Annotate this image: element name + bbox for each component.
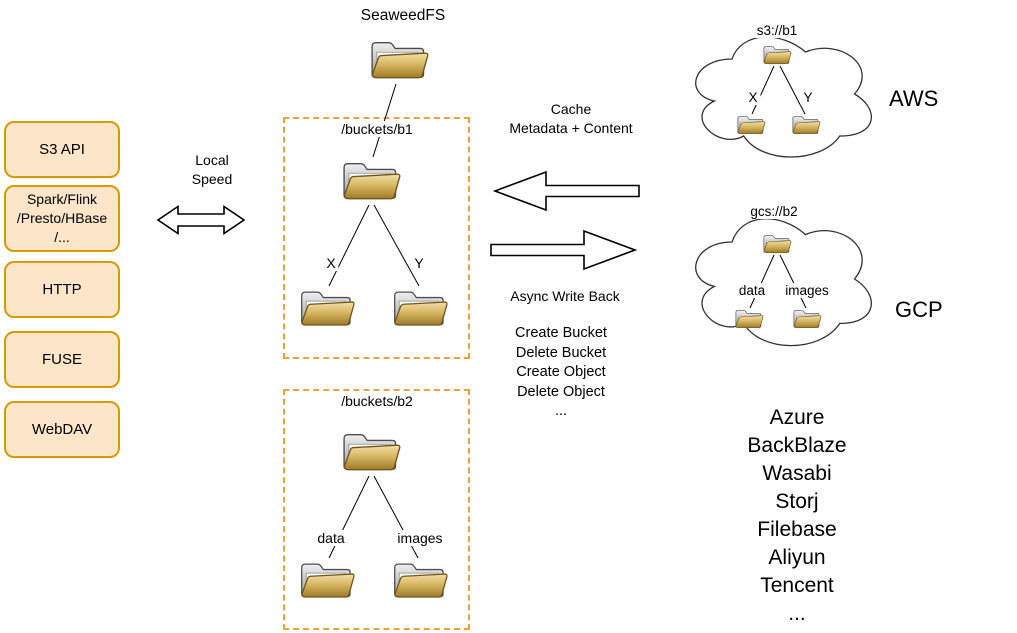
operation-item: Create Bucket (515, 325, 607, 341)
folder-icon (298, 556, 356, 603)
api-box-fuse: FUSE (4, 331, 120, 388)
folder-icon (762, 231, 792, 256)
provider-item: BackBlaze (747, 434, 847, 457)
provider-item: ... (788, 602, 806, 625)
provider-item: Wasabi (762, 462, 832, 485)
gcp-child-data-label: data (735, 283, 769, 298)
cloud-providers-list: Azure BackBlaze Wasabi Storj Filebase Al… (747, 404, 846, 628)
operation-item: Delete Bucket (515, 344, 607, 361)
operation-item: Delete Object (517, 383, 605, 400)
api-box-label: Spark/Flink /Presto/HBase /... (16, 191, 108, 245)
api-box-label: FUSE (41, 350, 82, 368)
provider-item: Filebase (757, 518, 837, 541)
api-box-spark: Spark/Flink /Presto/HBase /... (4, 185, 120, 252)
aws-label: AWS (889, 86, 939, 111)
gcp-bucket-title: gcs://b2 (747, 204, 801, 219)
local-speed-label: Local Speed (191, 152, 233, 187)
gcp-label: GCP (895, 297, 943, 322)
api-box-http: HTTP (4, 261, 120, 318)
arrow-right-icon (490, 229, 638, 271)
operation-item: Create Object (516, 364, 606, 380)
cache-label: Cache Metadata + Content (509, 101, 633, 136)
api-box-label: WebDAV (31, 420, 93, 438)
bucket2-title: /buckets/b2 (339, 393, 415, 409)
aws-child-x-label: X (745, 90, 761, 105)
buckets-b2-group (283, 389, 470, 630)
folder-icon (340, 426, 402, 476)
left-right-arrow-icon (156, 204, 246, 236)
folder-icon (368, 34, 430, 84)
cloud-outline (683, 205, 879, 353)
folder-icon (391, 284, 449, 331)
folder-icon (736, 112, 766, 137)
provider-item: Aliyun (768, 546, 826, 569)
bucket2-child-images-label: images (394, 530, 446, 546)
api-box-label: S3 API (39, 140, 85, 158)
folder-icon (792, 306, 822, 331)
provider-item: Storj (775, 490, 819, 513)
provider-item: Azure (769, 406, 825, 429)
provider-item: Tencent (760, 574, 834, 597)
bucket1-title: /buckets/b1 (339, 121, 415, 137)
aws-child-y-label: Y (800, 90, 816, 105)
operations-list: Create Bucket Delete Bucket Create Objec… (515, 324, 607, 422)
folder-icon (762, 42, 792, 67)
bucket1-child-y-label: Y (411, 255, 427, 271)
diagram-title: SeaweedFS (360, 7, 446, 24)
api-box-label: HTTP (42, 280, 82, 298)
folder-icon (298, 284, 356, 331)
bucket1-child-x-label: X (323, 255, 339, 271)
arrow-left-icon (492, 170, 640, 212)
folder-icon (340, 155, 402, 205)
operation-item: ... (554, 403, 568, 419)
bucket2-child-data-label: data (314, 530, 348, 546)
async-write-back-label: Async Write Back (510, 288, 620, 304)
api-box-s3: S3 API (4, 121, 120, 178)
gcp-child-images-label: images (782, 283, 832, 298)
folder-icon (791, 112, 821, 137)
folder-icon (391, 556, 449, 603)
folder-icon (734, 306, 764, 331)
aws-bucket-title: s3://b1 (753, 23, 801, 38)
api-box-webdav: WebDAV (4, 401, 120, 458)
